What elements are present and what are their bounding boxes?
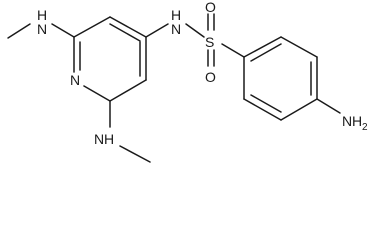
atom-h-sulfonamide: H — [171, 7, 181, 23]
bond-s-benzene — [221, 43, 245, 58]
chemical-structure: H N H N S O O N N H N H 2 — [7, 0, 368, 163]
bond-ring-c2-c3 — [73, 16, 111, 38]
atom-amine-n: N — [342, 113, 352, 129]
bond-ring-c5-c6 — [109, 79, 147, 102]
atom-n-bottom: N — [94, 131, 104, 147]
bond-ring-c6-n — [83, 85, 111, 102]
atom-pyridine-n: N — [70, 72, 80, 88]
atom-amine-h: H — [352, 113, 362, 129]
atom-n-sulfonamide: N — [171, 21, 181, 37]
atom-h-top-left: H — [37, 7, 47, 23]
bond-benz-inner-1 — [250, 43, 282, 62]
bond-benz-5 — [243, 98, 282, 121]
atom-h-bottom: H — [104, 131, 114, 147]
bond-benz-nh2 — [316, 98, 341, 114]
atom-n-top-left: N — [37, 21, 47, 37]
bond-ring-c3-c4-inner — [109, 23, 141, 42]
bond-nh-bottom-methyl — [119, 145, 151, 163]
bond-benz-1 — [243, 36, 282, 58]
bond-methyl-top — [7, 23, 31, 39]
bond-ring-nh-sulfonamide — [145, 23, 169, 38]
bond-ring-c3-c4 — [109, 16, 147, 38]
atom-sulfur: S — [205, 34, 214, 50]
atom-amine-subscript: 2 — [362, 122, 368, 133]
bond-benz-inner-3 — [250, 94, 282, 113]
bond-nh-top-ring — [51, 23, 75, 38]
atom-oxygen-top: O — [205, 0, 216, 15]
structure-diagram: H N H N S O O N N H N H 2 — [7, 0, 368, 163]
bond-benz-4 — [280, 98, 318, 121]
bond-benz-2 — [280, 36, 318, 58]
atom-oxygen-bottom: O — [205, 69, 216, 85]
bond-nh-s — [185, 23, 205, 38]
